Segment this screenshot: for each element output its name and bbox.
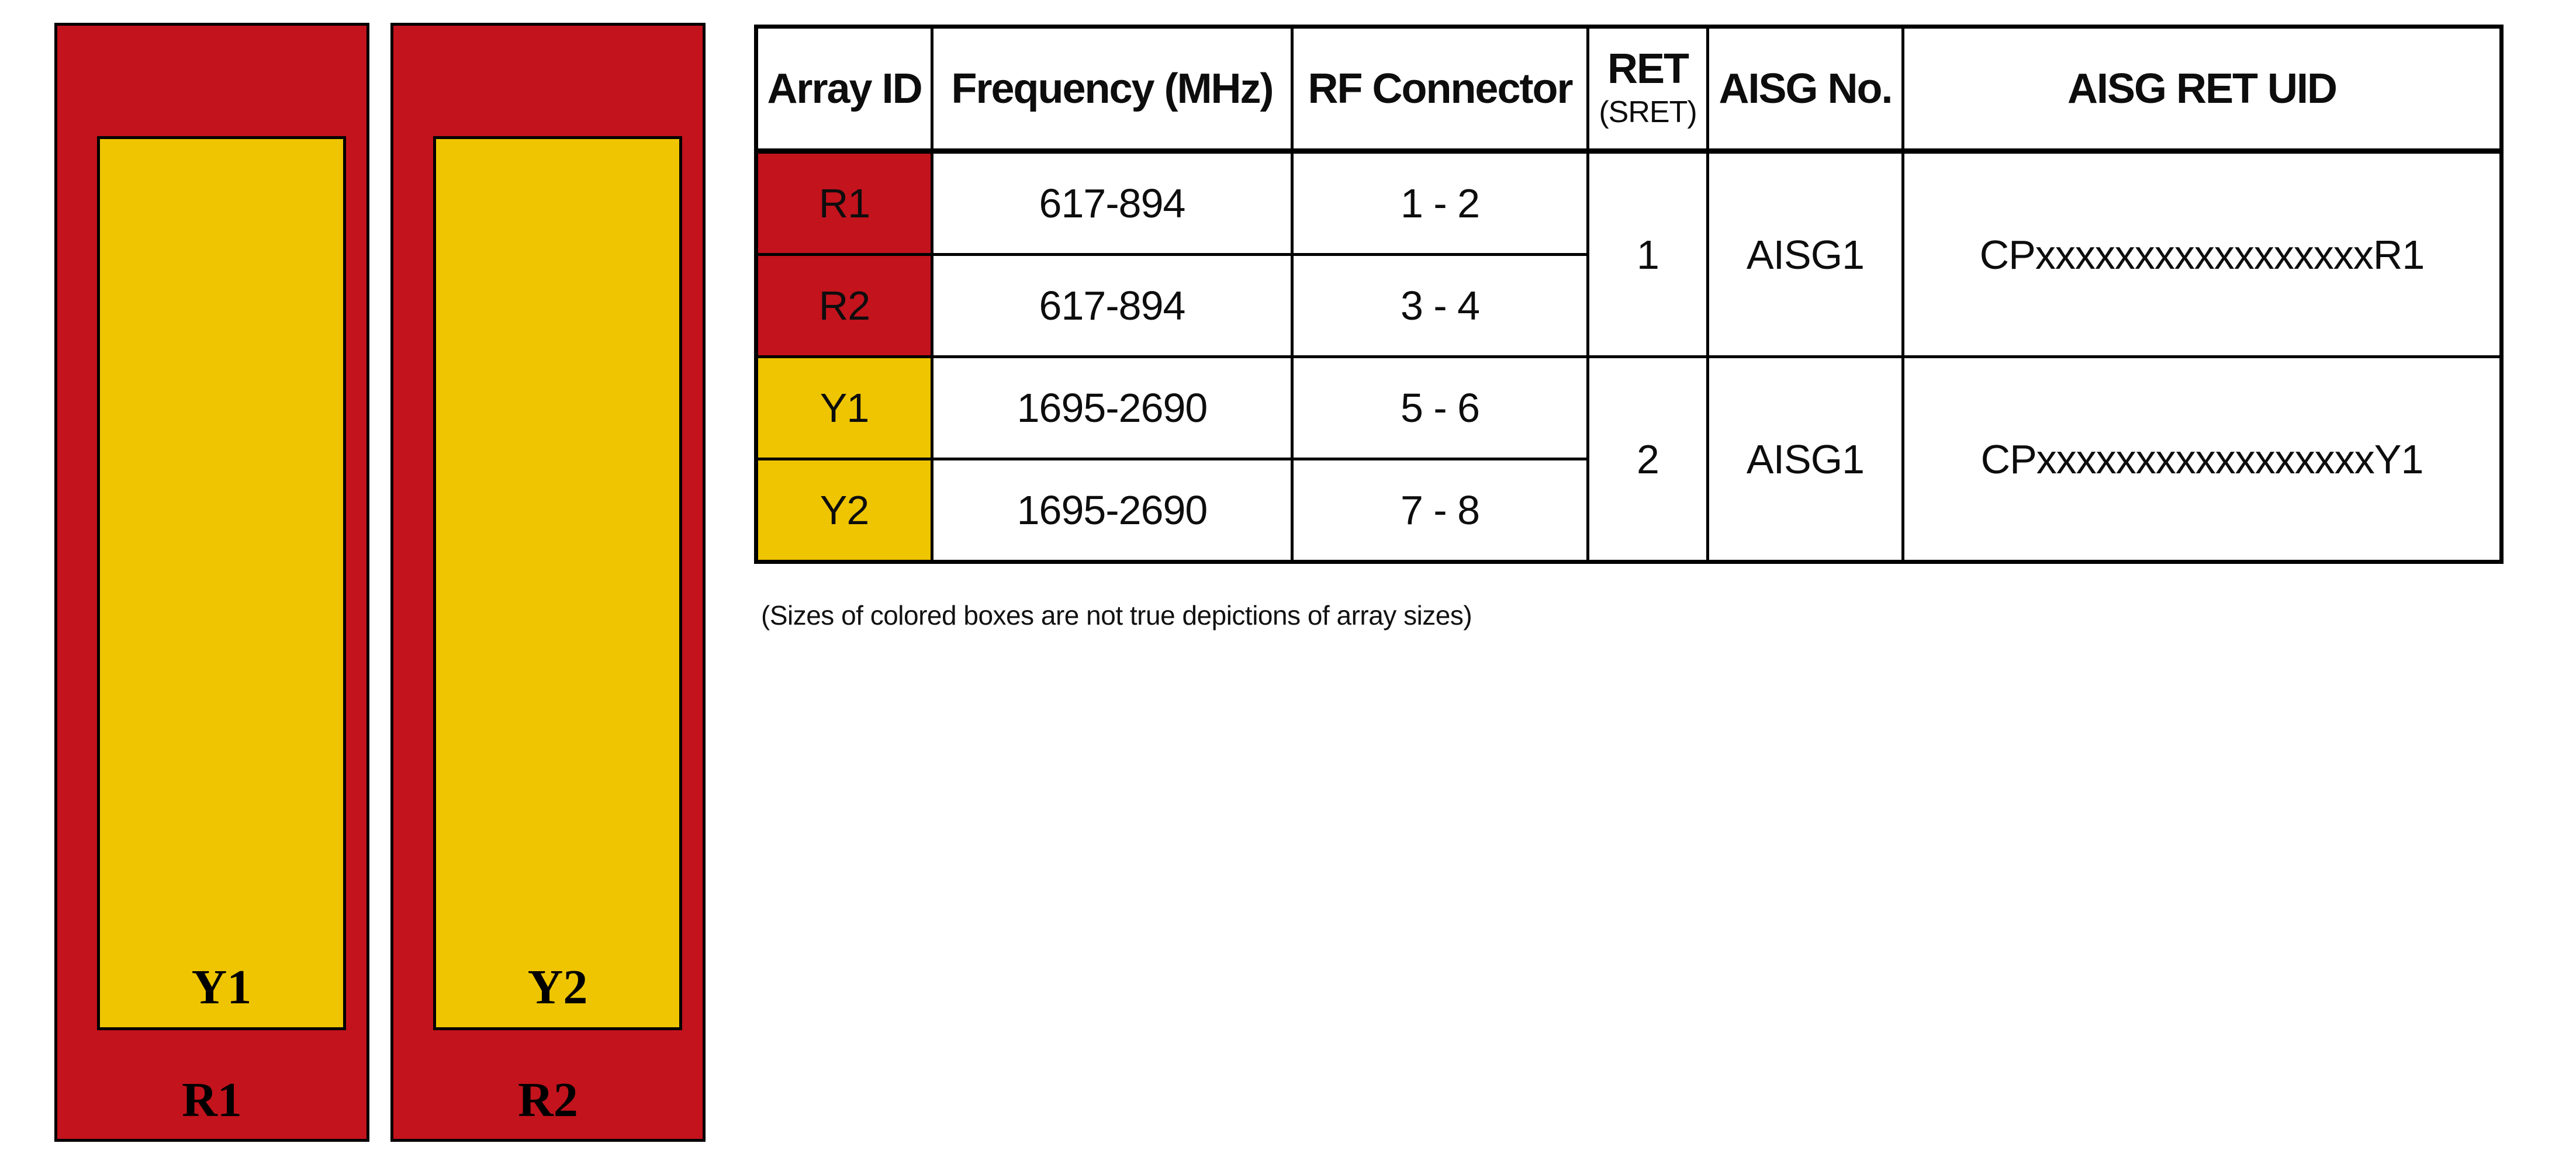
array-id-cell-y1: Y1 (755, 355, 933, 460)
col-header-aisg-no: AISG No. (1706, 25, 1904, 154)
array-label-r1: R1 (182, 1073, 242, 1127)
aisg-no-cell-group2: AISG1 (1706, 355, 1904, 563)
aisg-uid-cell-group1: CPxxxxxxxxxxxxxxxxxR1 (1901, 150, 2503, 358)
array-id-cell-y2: Y2 (755, 458, 933, 563)
col-header-frequency: Frequency (MHz) (931, 25, 1294, 154)
frequency-cell-y2: 1695-2690 (931, 458, 1294, 563)
col-header-ret-main: RET (1607, 45, 1689, 92)
aisg-uid-cell-group2: CPxxxxxxxxxxxxxxxxxY1 (1901, 355, 2503, 563)
table-header-row: Array ID Frequency (MHz) RF Connector RE… (755, 25, 2503, 154)
table-row-r2: R2 617-894 3 - 4 (755, 253, 2502, 358)
array-id-cell-r1: R1 (755, 150, 933, 256)
table-row-y1: Y1 1695-2690 5 - 6 2 AISG1 CPxxxxxxxxxxx… (755, 355, 2503, 563)
col-header-rf-connector: RF Connector (1291, 25, 1589, 154)
array-panel-r1: Y1 R1 (54, 23, 369, 1142)
array-label-r2: R2 (518, 1073, 578, 1127)
array-panel-y2: Y2 (433, 136, 682, 1030)
array-label-y1: Y1 (191, 960, 252, 1014)
col-header-aisg-ret-uid: AISG RET UID (1901, 25, 2503, 154)
array-panel-y1: Y1 (97, 136, 346, 1030)
rf-connector-cell-y1: 5 - 6 (1291, 355, 1589, 460)
size-disclaimer-footnote: (Sizes of colored boxes are not true dep… (761, 600, 1472, 630)
table-row-y2: Y2 1695-2690 7 - 8 (755, 458, 2502, 563)
rf-connector-cell-y2: 7 - 8 (1291, 458, 1589, 563)
rf-connector-cell-r1: 1 - 2 (1291, 150, 1589, 256)
array-label-y2: Y2 (527, 960, 588, 1014)
aisg-no-cell-group1: AISG1 (1706, 150, 1904, 358)
frequency-cell-r2: 617-894 (931, 253, 1294, 358)
col-header-ret-sub: (SRET) (1599, 95, 1697, 129)
col-header-ret: RET (SRET) (1586, 25, 1709, 154)
ret-cell-group1: 1 (1586, 150, 1709, 358)
array-id-cell-r2: R2 (755, 253, 933, 358)
ret-cell-group2: 2 (1586, 355, 1709, 563)
ret-configuration-table: Array ID Frequency (MHz) RF Connector RE… (754, 25, 2504, 564)
array-panel-r2: Y2 R2 (390, 23, 706, 1142)
frequency-cell-y1: 1695-2690 (931, 355, 1294, 460)
frequency-cell-r1: 617-894 (931, 150, 1294, 256)
col-header-array-id: Array ID (755, 25, 933, 154)
table-row-r1: R1 617-894 1 - 2 1 AISG1 CPxxxxxxxxxxxxx… (755, 150, 2503, 358)
rf-connector-cell-r2: 3 - 4 (1291, 253, 1589, 358)
